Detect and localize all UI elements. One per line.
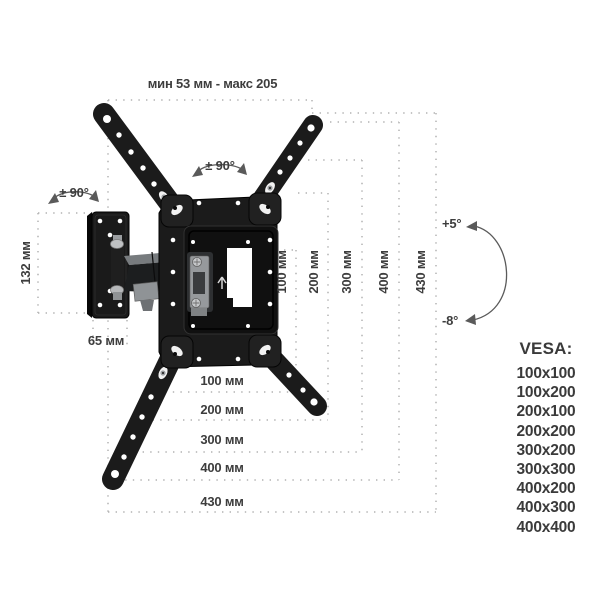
- wall-swivel-angle-label: ± 90°: [59, 185, 89, 200]
- rotation-arrow-wall-icon: [48, 190, 99, 204]
- vesa-size-item: 300x200: [516, 441, 576, 459]
- vesa-size-item: 100x200: [516, 384, 576, 402]
- tilt-up-label: +5°: [442, 216, 462, 231]
- tilt-down-label: -8°: [442, 313, 459, 328]
- vesa-size-item: 100x100: [516, 365, 576, 382]
- horizontal-dim-400: 400 мм: [200, 460, 244, 475]
- extension-range-label: мин 53 мм - макс 205: [147, 76, 278, 91]
- vesa-size-item: 300x300: [516, 461, 576, 479]
- tilt-arc-icon: [465, 221, 508, 325]
- horizontal-dim-300: 300 мм: [200, 432, 244, 447]
- rotation-arrow-icon: [192, 163, 247, 177]
- wall-plate-height-label: 132 мм: [18, 241, 33, 285]
- vesa-title: VESA:: [519, 339, 573, 358]
- vertical-dim-200: 200 мм: [306, 250, 321, 294]
- vertical-dim-100: 100 мм: [274, 250, 289, 294]
- tv-bracket-figure: [93, 103, 327, 490]
- horizontal-dim-100: 100 мм: [200, 373, 244, 388]
- vertical-dim-400: 400 мм: [376, 250, 391, 294]
- swivel-angle-label: ± 90°: [205, 158, 235, 173]
- vesa-size-item: 200x100: [516, 403, 576, 421]
- vesa-size-list: VESA: 100x100 100x200 200x100 200x200 30…: [502, 339, 590, 537]
- vertical-dim-300: 300 мм: [339, 250, 354, 294]
- wall-plate-width-label: 65 мм: [87, 333, 125, 348]
- vesa-size-item: 400x200: [516, 480, 576, 498]
- vesa-size-item: 400x400: [516, 518, 576, 536]
- vesa-size-item: 200x200: [516, 422, 576, 440]
- vertical-dim-430: 430 мм: [413, 250, 428, 294]
- vesa-size-item: 400x300: [516, 499, 576, 517]
- horizontal-dim-200: 200 мм: [200, 402, 244, 417]
- horizontal-dim-430: 430 мм: [200, 494, 244, 509]
